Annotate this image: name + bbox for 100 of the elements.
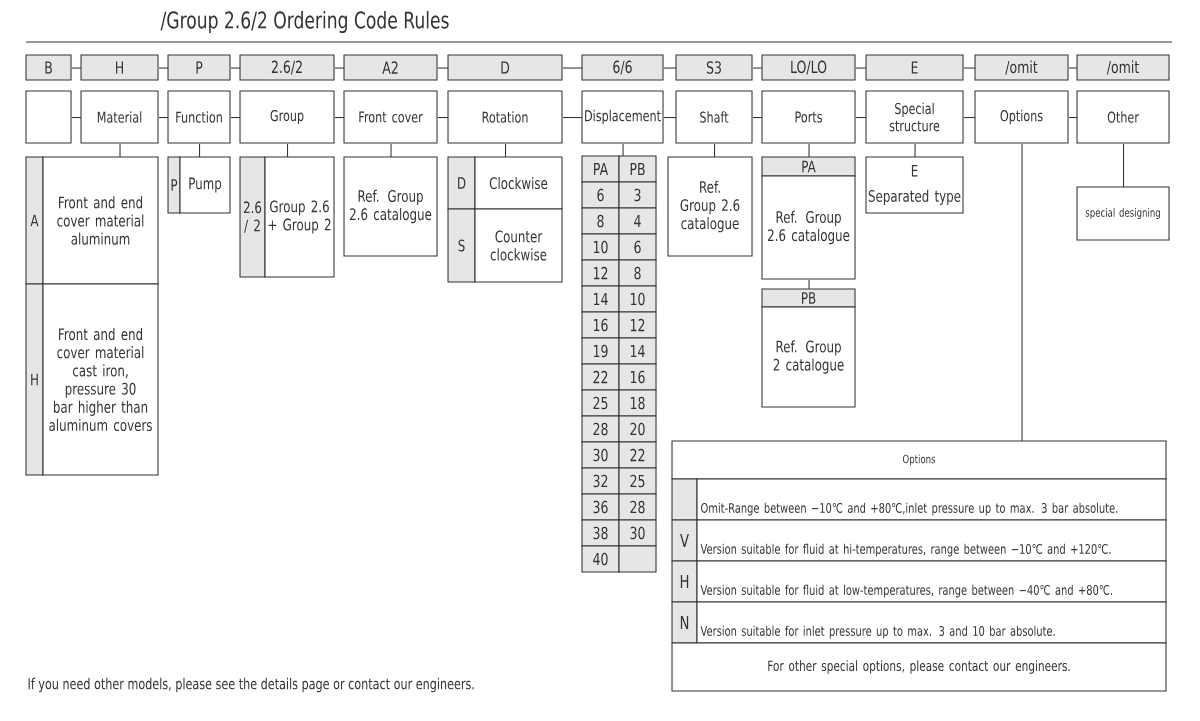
connector-line: [663, 117, 677, 119]
connector-line: [714, 143, 716, 158]
table-cell: 38: [581, 519, 620, 547]
field-box: Material: [80, 90, 159, 144]
table-cell: 10: [618, 285, 657, 313]
field-box: Other: [1076, 90, 1170, 144]
table-cell: 30: [618, 519, 657, 547]
table-cell: PB: [618, 155, 657, 183]
field-box: Displacement: [581, 90, 664, 144]
connector-line: [963, 117, 976, 119]
code-box: P: [167, 54, 231, 81]
table-cell: 6: [618, 233, 657, 261]
code-cell: PA: [761, 156, 856, 177]
code-cell: PB: [761, 288, 856, 308]
table-cell: 16: [581, 311, 620, 339]
connector-line: [1123, 143, 1125, 188]
connector-line: [334, 117, 345, 119]
connector-line: [71, 67, 82, 69]
field-box: Rotation: [447, 90, 563, 144]
table-cell: 28: [581, 415, 620, 443]
code-box: S3: [675, 54, 753, 81]
title: /Group 2.6/2 Ordering Code Rules: [160, 10, 449, 34]
code-box: B: [25, 54, 72, 81]
connector-line: [230, 67, 241, 69]
connector-line: [158, 67, 169, 69]
connector-line: [287, 143, 289, 158]
table-cell: 4: [618, 207, 657, 235]
description-cell: Front and end cover material aluminum: [42, 156, 159, 285]
description-cell: Clockwise: [474, 156, 563, 210]
code-box: 2.6/2: [239, 54, 335, 81]
connector-line: [914, 143, 916, 158]
table-cell: 32: [581, 467, 620, 495]
connector-line: [158, 117, 169, 119]
description-cell: Pump: [179, 156, 231, 214]
field-box: [25, 90, 72, 144]
connector-line: [1068, 67, 1078, 69]
code-box: D: [447, 54, 563, 81]
field-box: Group: [239, 90, 335, 144]
field-box: Options: [974, 90, 1069, 144]
code-box: A2: [343, 54, 438, 81]
description-cell: Omit-Range between −10℃ and +80℃,inlet pressure up to max. 3 bar absolute.: [696, 478, 1167, 521]
code-box: E: [865, 54, 964, 81]
description-cell: Front and end cover material cast iron, pressure 30 bar higher than aluminum covers: [42, 283, 159, 476]
table-cell: 20: [618, 415, 657, 443]
field-box: Shaft: [675, 90, 753, 144]
connector-line: [1068, 117, 1078, 119]
note-cell: For other special options, please contact our engineers.: [671, 642, 1167, 692]
table-header: Options: [671, 440, 1167, 480]
table-cell: 36: [581, 493, 620, 521]
connector-line: [230, 117, 241, 119]
table-cell: 8: [618, 259, 657, 287]
table-cell: 3: [618, 181, 657, 209]
table-cell: 30: [581, 441, 620, 469]
connector-line: [562, 67, 583, 69]
code-box: LO/LO: [761, 54, 856, 81]
table-cell: 18: [618, 389, 657, 417]
table-cell: 22: [581, 363, 620, 391]
connector-line: [437, 67, 449, 69]
description-cell: Ref. Group 2.6 catalogue: [343, 156, 438, 257]
code-box: 6/6: [581, 54, 664, 81]
table-cell: 12: [618, 311, 657, 339]
field-box: Ports: [761, 90, 856, 144]
connector-line: [119, 143, 121, 158]
description-cell: Ref. Group 2.6 catalogue: [761, 175, 856, 280]
connector-line: [562, 117, 583, 119]
table-cell: 6: [581, 181, 620, 209]
table-cell: 14: [618, 337, 657, 365]
field-box: Front cover: [343, 90, 438, 144]
connector-line: [71, 117, 82, 119]
code-cell: 2.6 / 2: [239, 156, 266, 278]
code-cell: D: [447, 156, 476, 210]
code-cell: S: [447, 208, 476, 283]
connector-line: [622, 143, 624, 157]
table-cell: 19: [581, 337, 620, 365]
table-cell: 25: [618, 467, 657, 495]
description-cell: Counter clockwise: [474, 208, 563, 283]
description-cell: Ref. Group 2.6 catalogue: [667, 156, 753, 257]
code-box: /omit: [974, 54, 1069, 81]
code-box: /omit: [1076, 54, 1170, 81]
code-cell: P: [167, 156, 181, 214]
table-cell: PA: [581, 155, 620, 183]
description-cell: Version suitable for fluid at hi-temperatures, range between −10℃ and +120℃.: [696, 519, 1167, 562]
table-cell: 22: [618, 441, 657, 469]
table-cell: 28: [618, 493, 657, 521]
description-cell: Version suitable for inlet pressure up to max. 3 and 10 bar absolute.: [696, 601, 1167, 644]
connector-line: [437, 117, 449, 119]
connector-line: [663, 67, 677, 69]
field-box: Function: [167, 90, 231, 144]
table-cell: 14: [581, 285, 620, 313]
description-cell: E Separated type: [865, 156, 964, 214]
connector-line: [963, 67, 976, 69]
connector-line: [390, 143, 392, 158]
connector-line: [808, 143, 810, 158]
table-cell: 40: [581, 545, 620, 573]
connector-line: [1021, 143, 1023, 442]
table-cell: 25: [581, 389, 620, 417]
description-cell: special designing: [1076, 186, 1170, 241]
connector-line: [855, 67, 867, 69]
connector-line: [752, 117, 763, 119]
footnote: If you need other models, please see the details page or contact our engineers.: [28, 677, 474, 693]
